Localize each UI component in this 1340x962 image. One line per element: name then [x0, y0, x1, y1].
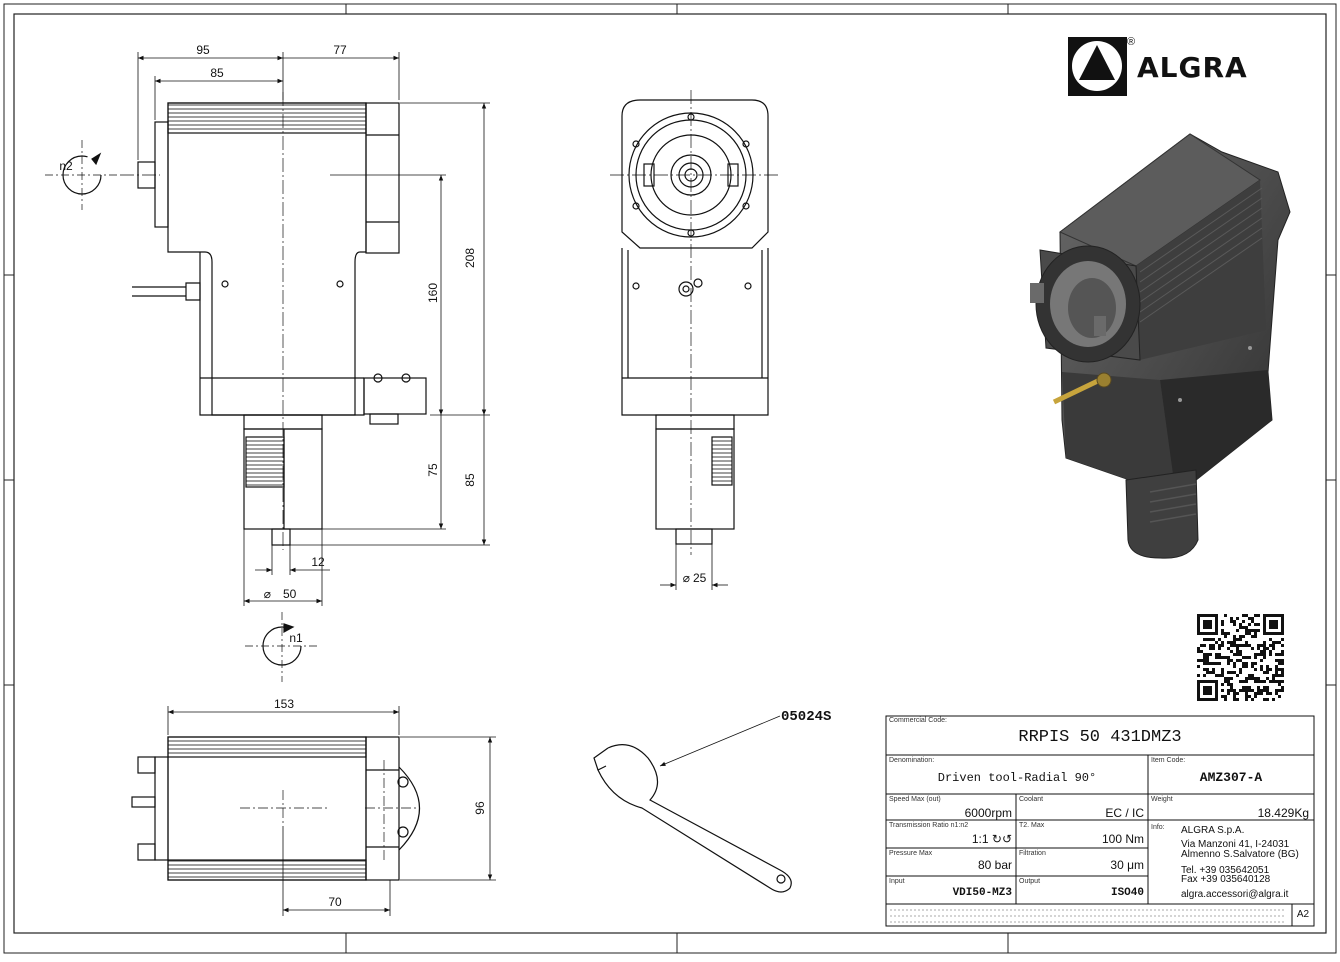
- commercial-code: RRPIS 50 431DMZ3: [1018, 728, 1182, 747]
- filtration-label: Filtration: [1019, 850, 1046, 857]
- dia-symbol-25: ⌀: [683, 571, 690, 585]
- speed-value: 6000rpm: [964, 806, 1012, 820]
- frame-ticks: [4, 4, 1336, 953]
- label-n2: n2: [59, 159, 73, 173]
- dim-95: 95: [196, 43, 210, 57]
- title-block-grid: [885, 715, 1315, 927]
- telephone: Tel. +39 035642051: [1181, 865, 1270, 876]
- dim-85-side: 85: [463, 473, 477, 487]
- torque-value: 100 Nm: [1101, 832, 1144, 846]
- outer-frame: [3, 3, 1337, 954]
- dim-70: 70: [328, 895, 342, 909]
- output-value: ISO40: [1110, 887, 1144, 899]
- dim-dia-50: 50: [283, 587, 297, 601]
- side-dimensions: [137, 52, 490, 606]
- dim-160: 160: [426, 283, 440, 303]
- front-centerlines: [610, 90, 780, 555]
- wrench-leader: [659, 715, 781, 767]
- filtration-value: 30 μm: [1110, 858, 1144, 872]
- input-label: Input: [889, 878, 905, 885]
- dim-75: 75: [426, 463, 440, 477]
- denomination-label: Denomination:: [889, 757, 935, 764]
- torque-label: T2. Max: [1019, 822, 1045, 829]
- pressure-label: Pressure Max: [889, 850, 933, 857]
- inner-frame: [13, 13, 1327, 934]
- item-code: AMZ307-A: [1199, 770, 1263, 785]
- front-dimensions: [660, 544, 728, 590]
- registered-mark: ®: [1127, 36, 1136, 48]
- dia-symbol-50: ⌀: [264, 587, 271, 601]
- top-centerlines: [240, 760, 420, 860]
- coolant-label: Coolant: [1019, 796, 1044, 803]
- output-label: Output: [1019, 878, 1041, 885]
- qr-code: [1197, 614, 1284, 701]
- ratio-value: 1:1 ↻↺: [971, 832, 1012, 846]
- dim-153: 153: [274, 697, 294, 711]
- dim-96: 96: [473, 801, 487, 815]
- brand-name: ALGRA: [1137, 51, 1248, 84]
- side-centerlines: [120, 92, 284, 550]
- dimension-labels: 95 77 85 208 160 75 85 12 ⌀ 50 ⌀ 25 153 …: [59, 43, 831, 909]
- wrench-code: 05024S: [781, 709, 831, 725]
- pressure-value: 80 bar: [977, 858, 1012, 872]
- commercial-code-label: Commercial Code:: [889, 717, 947, 724]
- dim-77: 77: [333, 43, 347, 57]
- address-line-1: Via Manzoni 41, I-24031: [1181, 839, 1290, 850]
- coolant-value: EC / IC: [1105, 806, 1144, 820]
- weight-value: 18.429Kg: [1257, 806, 1309, 820]
- rotation-n2: [45, 140, 118, 210]
- top-dimensions: [167, 706, 496, 916]
- label-n1: n1: [289, 631, 303, 645]
- address-line-2: Almenno S.Salvatore (BG): [1181, 849, 1299, 860]
- sheet-size: A2: [1296, 909, 1310, 920]
- fine-print: [890, 909, 1286, 923]
- weight-label: Weight: [1151, 796, 1173, 803]
- info-label: Info:: [1151, 824, 1165, 831]
- front-view: [621, 99, 769, 545]
- dim-85-top: 85: [210, 66, 224, 80]
- dim-208: 208: [463, 248, 477, 268]
- email-link[interactable]: algra.accessori@algra.it: [1181, 889, 1289, 900]
- dim-dia-25: 25: [693, 571, 707, 585]
- fax: Fax +39 035640128: [1181, 874, 1271, 885]
- item-code-label: Item Code:: [1151, 757, 1186, 764]
- company-name: ALGRA S.p.A.: [1181, 825, 1245, 836]
- side-view: [132, 102, 427, 546]
- rotation-n1: [245, 612, 320, 682]
- algra-logo: [1068, 37, 1127, 96]
- ratio-label: Transmission Ratio n1:n2: [889, 822, 969, 829]
- input-value: VDI50-MZ3: [952, 887, 1012, 899]
- hook-wrench: [593, 744, 792, 893]
- top-view: [131, 736, 420, 881]
- render-ribs: [1139, 187, 1263, 323]
- dim-12: 12: [311, 555, 325, 569]
- speed-label: Speed Max (out): [889, 796, 941, 803]
- denomination: Driven tool-Radial 90°: [937, 771, 1097, 785]
- product-render: [1030, 133, 1291, 559]
